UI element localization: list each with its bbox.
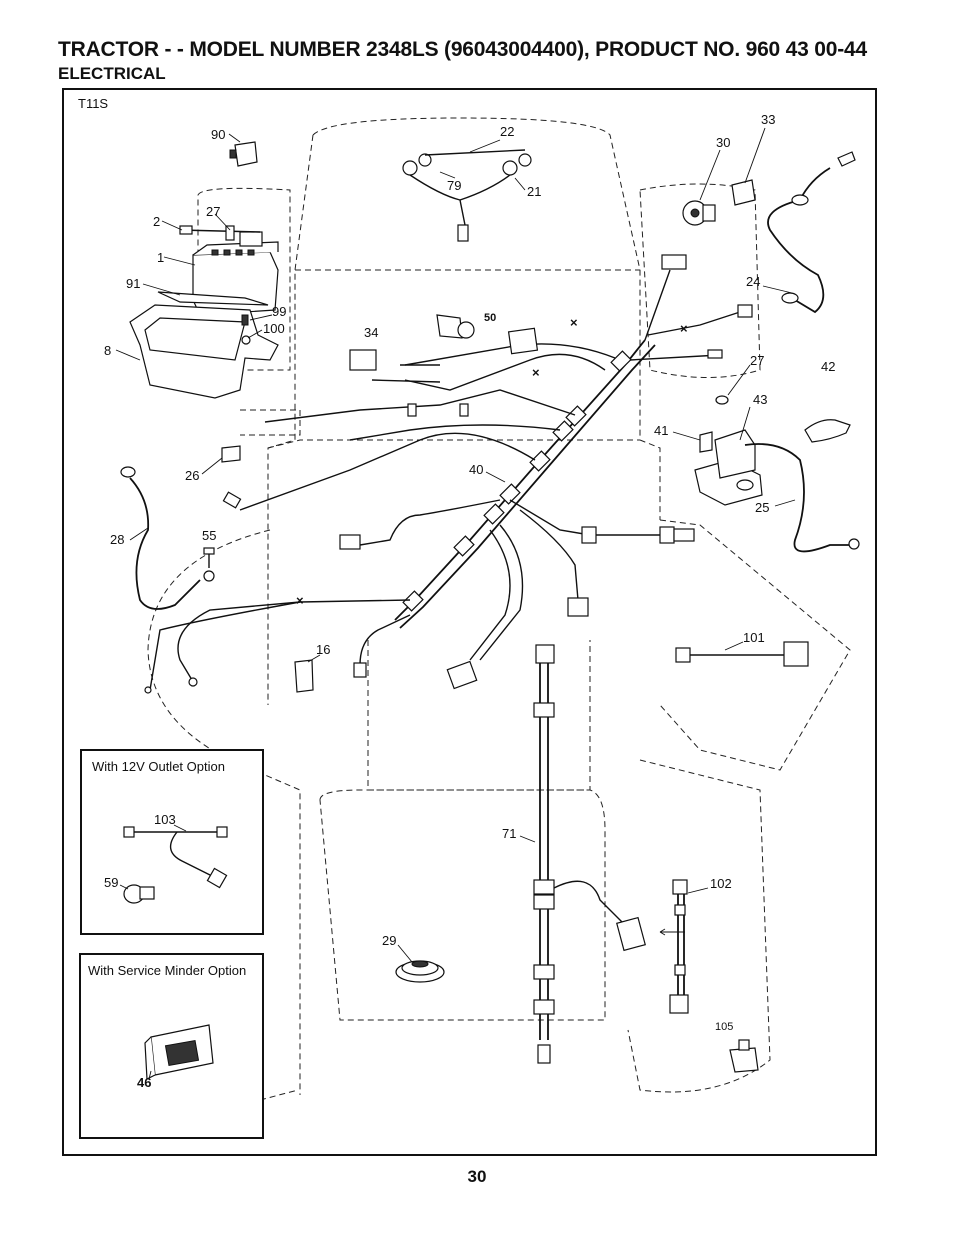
- ignition-switch-30: [682, 200, 716, 226]
- callout-91: 91: [126, 276, 140, 291]
- diagram-frame: [62, 88, 877, 1156]
- cable-28: [120, 466, 201, 610]
- svg-text:×: ×: [680, 321, 688, 336]
- nut-27: [715, 395, 729, 405]
- callout-27b: 27: [750, 353, 764, 368]
- callout-79: 79: [447, 178, 461, 193]
- callout-28: 28: [110, 532, 124, 547]
- callout-71: 71: [502, 826, 516, 841]
- svg-text:×: ×: [532, 365, 540, 380]
- callout-24: 24: [746, 274, 760, 289]
- inset-12v-outlet-title: With 12V Outlet Option: [92, 759, 225, 774]
- battery-assembly: [129, 225, 279, 399]
- callout-40: 40: [469, 462, 483, 477]
- solenoid-43: [694, 429, 763, 506]
- page-title: TRACTOR - - MODEL NUMBER 2348LS (9604300…: [58, 38, 867, 61]
- callout-30: 30: [716, 135, 730, 150]
- callout-33: 33: [761, 112, 775, 127]
- inset-12v-outlet: With 12V Outlet Option 103 59: [80, 749, 264, 935]
- part-90: [234, 141, 258, 167]
- callout-103: 103: [154, 812, 176, 827]
- part-50: [436, 314, 463, 339]
- module-33: [731, 179, 756, 206]
- callout-21: 21: [527, 184, 541, 199]
- inset-service-minder-drawing: 46: [137, 1024, 214, 1090]
- part-105: [729, 1039, 759, 1073]
- headlight-assembly: [402, 149, 532, 242]
- leader-lines: [115, 127, 796, 963]
- callout-90: 90: [211, 127, 225, 142]
- svg-text:×: ×: [296, 593, 304, 608]
- switch-34: [349, 349, 377, 371]
- callout-16: 16: [316, 642, 330, 657]
- callout-105: 105: [715, 1021, 733, 1033]
- harness-71: [533, 644, 689, 1064]
- callout-59: 59: [104, 875, 118, 890]
- callout-100: 100: [263, 321, 285, 336]
- callout-26: 26: [185, 468, 199, 483]
- callout-50: 50: [484, 312, 496, 324]
- callout-43: 43: [753, 392, 767, 407]
- section-title: ELECTRICAL: [58, 64, 166, 83]
- callout-27a: 27: [206, 204, 220, 219]
- callout-55: 55: [202, 528, 216, 543]
- callout-29: 29: [382, 933, 396, 948]
- page-number: 30: [467, 1167, 487, 1186]
- callout-25: 25: [755, 500, 769, 515]
- callout-labels: T11S 90 22 79 21 30 33 2 27 1 91 99 100 …: [78, 96, 835, 1033]
- bolt-55: [203, 547, 215, 582]
- switch-16: [294, 659, 314, 693]
- callout-102: 102: [710, 876, 732, 891]
- inset-12v-outlet-drawing: 103 59: [104, 812, 228, 904]
- inset-service-minder-title: With Service Minder Option: [88, 963, 247, 978]
- callout-8: 8: [104, 343, 111, 358]
- main-harness-40: × × × ×: [149, 254, 753, 691]
- callout-41: 41: [654, 423, 668, 438]
- callout-22: 22: [500, 124, 514, 139]
- callout-46: 46: [137, 1075, 151, 1090]
- connector-101: [675, 641, 809, 667]
- tractor-outline: [147, 117, 851, 1101]
- callout-42: 42: [821, 359, 835, 374]
- callout-34: 34: [364, 325, 378, 340]
- callout-2: 2: [153, 214, 160, 229]
- boot-42: [804, 419, 851, 443]
- callout-101: 101: [743, 630, 765, 645]
- cable-24: [767, 151, 856, 314]
- cable-25: [744, 443, 860, 553]
- part-29: [395, 960, 445, 983]
- bolt-41: [699, 431, 713, 453]
- diagram-code: T11S: [78, 96, 108, 111]
- fuse-26: [221, 445, 241, 463]
- inset-service-minder: With Service Minder Option 46: [79, 953, 264, 1139]
- callout-99: 99: [272, 304, 286, 319]
- svg-text:×: ×: [570, 315, 578, 330]
- callout-1: 1: [157, 250, 164, 265]
